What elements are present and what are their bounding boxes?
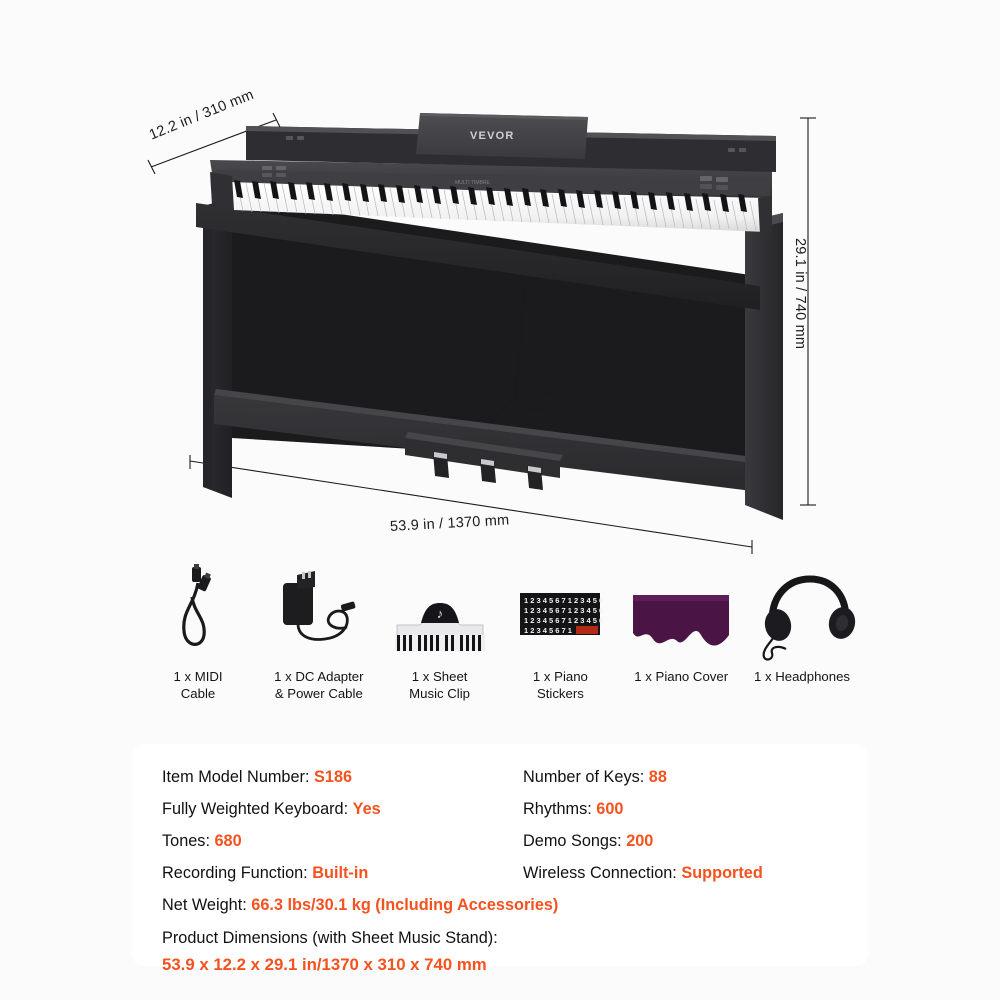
svg-text:1 2 3 4 5 6 7 1: 1 2 3 4 5 6 7 1 <box>524 626 572 635</box>
keybed-right-cap <box>758 196 772 234</box>
accessory-dc-adapter: 1 x DC Adapter & Power Cable <box>261 560 377 702</box>
stand-clips <box>286 136 746 152</box>
keyboard-front-face <box>196 203 760 310</box>
piano-cover-icon <box>623 560 739 665</box>
spec-value: Supported <box>681 864 763 882</box>
width-dimension-line <box>189 455 753 554</box>
stand-lower-board-top <box>214 389 762 464</box>
spec-label: Number of Keys: <box>523 768 645 786</box>
accessory-label: 1 x Piano Cover <box>634 669 729 684</box>
pedal-left <box>433 452 449 478</box>
spec-wireless-connection: Wireless Connection: Supported <box>502 858 842 888</box>
brand-logo: VEVOR <box>470 130 515 142</box>
spec-value: S186 <box>314 768 353 786</box>
svg-text:1 2 3 4 5 6 7 1 2 3 4 5 6 7: 1 2 3 4 5 6 7 1 2 3 4 5 6 7 <box>524 606 606 615</box>
sheet-music-clip-icon: ♪ <box>382 560 498 665</box>
spec-recording-function: Recording Function: Built-in <box>162 858 502 888</box>
spec-label: Tones: <box>162 832 210 850</box>
sheet-music-stand <box>416 113 588 159</box>
headphones-icon <box>744 560 860 665</box>
spec-product-dimensions-label: Product Dimensions (with Sheet Music Sta… <box>162 929 498 947</box>
spec-label: Rhythms: <box>523 800 592 818</box>
pedal-bar <box>405 438 560 478</box>
midi-connector-a <box>192 563 201 582</box>
spec-label: Fully Weighted Keyboard: <box>162 800 349 818</box>
spec-value: 680 <box>214 832 242 850</box>
height-dimension-line <box>800 117 816 506</box>
keybed-left-cap <box>210 172 234 210</box>
digital-piano-illustration: MULTI TIMBRE VEVOR <box>147 112 816 554</box>
control-panel: MULTI TIMBRE <box>262 166 728 190</box>
black-keys <box>234 180 747 212</box>
spec-row: Recording Function: Built-in Wireless Co… <box>162 858 842 888</box>
accessory-label: 1 x Headphones <box>753 669 851 684</box>
pedal-right <box>527 466 543 490</box>
accessory-midi-cable: 1 x MIDI Cable <box>140 560 256 702</box>
power-cable <box>491 288 563 422</box>
midi-connector-b <box>197 571 211 591</box>
svg-text:1 2 3 4 5 6 7 1 2 3 4 5 6 7: 1 2 3 4 5 6 7 1 2 3 4 5 6 7 <box>524 616 606 625</box>
stand-back-panel <box>232 198 757 470</box>
spec-value: 88 <box>648 768 667 786</box>
spec-value: 600 <box>596 800 624 818</box>
accessory-sheet-music-clip: ♪ 1 x Sheet Music Clip <box>382 560 498 702</box>
spec-value: 200 <box>626 832 654 850</box>
pedal-center <box>480 459 496 483</box>
accessory-piano-cover: 1 x Piano Cover <box>623 560 739 686</box>
accessory-piano-stickers: 1 2 3 4 5 6 7 1 2 3 4 5 6 7 1 2 3 4 5 6 … <box>502 560 618 702</box>
stand-right-panel <box>745 213 783 520</box>
spec-label: Demo Songs: <box>523 832 622 850</box>
pedal-bar-top <box>405 432 563 461</box>
spec-product-dimensions-value: 53.9 x 12.2 x 29.1 in/1370 x 310 x 740 m… <box>162 955 487 974</box>
spec-fully-weighted-keyboard: Fully Weighted Keyboard: Yes <box>162 794 502 824</box>
stand-left-panel-front <box>203 204 212 489</box>
stand-lower-board <box>214 395 760 492</box>
spec-net-weight: Net Weight: 66.3 lbs/30.1 kg (Including … <box>162 890 842 920</box>
spec-label: Item Model Number: <box>162 768 310 786</box>
spec-rhythms: Rhythms: 600 <box>502 794 842 824</box>
spec-item-model-number: Item Model Number: S186 <box>162 762 502 792</box>
accessory-label: 1 x Sheet Music Clip <box>409 669 470 701</box>
svg-text:1 2 3 4 5 6 7 1 2 3 4 5 6 7: 1 2 3 4 5 6 7 1 2 3 4 5 6 7 <box>524 596 606 605</box>
spec-row: Item Model Number: S186 Number of Keys: … <box>162 762 842 792</box>
height-dimension-label: 29.1 in / 740 mm <box>792 238 808 350</box>
specifications-grid: Item Model Number: S186 Number of Keys: … <box>162 762 842 978</box>
accessory-label: 1 x MIDI Cable <box>173 669 223 701</box>
spec-tones: Tones: 680 <box>162 826 502 856</box>
spec-label: Wireless Connection: <box>523 864 677 882</box>
sheet-music-stand-edge <box>420 113 588 120</box>
accessory-label: 1 x DC Adapter & Power Cable <box>274 669 364 701</box>
spec-row: Tones: 680 Demo Songs: 200 <box>162 826 842 856</box>
pedals <box>433 452 543 490</box>
svg-text:MULTI TIMBRE: MULTI TIMBRE <box>455 180 490 186</box>
accessories-list: 1 x MIDI Cable 1 x DC Adapter & Power Ca… <box>140 560 860 720</box>
spec-value: Built-in <box>312 864 369 882</box>
spec-label: Net Weight: <box>162 896 247 914</box>
accessory-headphones: 1 x Headphones <box>744 560 860 686</box>
specifications-card: Item Model Number: S186 Number of Keys: … <box>131 744 869 974</box>
product-illustration: MULTI TIMBRE VEVOR 12.2 in / 310 mm 53.9… <box>147 87 816 554</box>
spec-label: Recording Function: <box>162 864 308 882</box>
accessory-label: 1 x Piano Stickers <box>532 669 588 701</box>
spec-value: Yes <box>352 800 381 818</box>
spec-number-of-keys: Number of Keys: 88 <box>502 762 842 792</box>
spec-demo-songs: Demo Songs: 200 <box>502 826 842 856</box>
spec-row: Fully Weighted Keyboard: Yes Rhythms: 60… <box>162 794 842 824</box>
midi-cable-icon <box>140 560 256 665</box>
spec-value: 66.3 lbs/30.1 kg (Including Accessories) <box>251 896 559 914</box>
svg-text:♪: ♪ <box>436 606 443 621</box>
dc-adapter-icon <box>261 560 377 665</box>
piano-stickers-icon: 1 2 3 4 5 6 7 1 2 3 4 5 6 7 1 2 3 4 5 6 … <box>502 560 618 665</box>
